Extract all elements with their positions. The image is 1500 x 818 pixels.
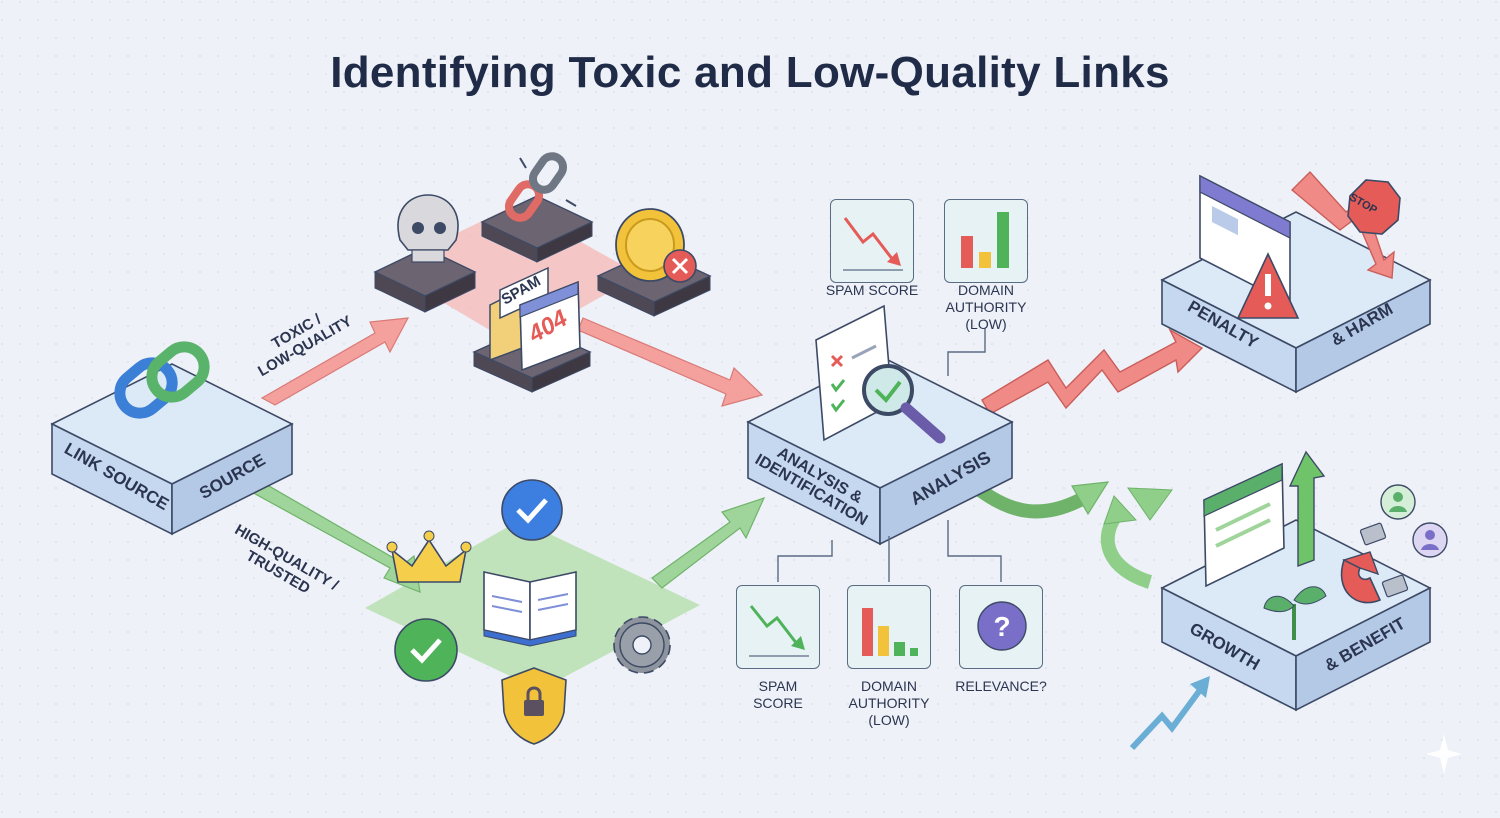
toxic-arrow bbox=[260, 317, 410, 406]
relevance-label: RELEVANCE? bbox=[955, 678, 1047, 694]
relevance-card: ? bbox=[959, 585, 1043, 669]
spam-score-bottom-line2: SCORE bbox=[753, 695, 803, 711]
svg-text:?: ? bbox=[993, 611, 1010, 642]
chain-link-icon bbox=[114, 341, 210, 419]
link-source-box bbox=[50, 363, 294, 536]
domain-authority-bottom-line3: (LOW) bbox=[868, 712, 910, 728]
spam-score-bottom-line1: SPAM bbox=[758, 678, 798, 694]
spam-score-card-bottom bbox=[736, 585, 820, 669]
page-title: Identifying Toxic and Low-Quality Links bbox=[330, 48, 1170, 97]
domain-authority-label-bottom: DOMAIN AUTHORITY (LOW) bbox=[839, 678, 939, 729]
shield-lock-icon bbox=[501, 667, 567, 745]
broken-link-icon bbox=[504, 152, 577, 222]
spam-score-card-top bbox=[830, 199, 914, 283]
cycle-arrow-icon bbox=[1100, 487, 1173, 589]
trend-down-green-chart-icon bbox=[749, 605, 809, 657]
trend-down-chart-icon bbox=[843, 217, 903, 271]
open-book-icon bbox=[483, 571, 577, 647]
analysis-box bbox=[746, 355, 1014, 546]
domain-authority-bottom-line2: AUTHORITY bbox=[848, 695, 930, 711]
domain-authority-top-line3: (LOW) bbox=[965, 316, 1007, 332]
growth-browser-icon bbox=[1203, 450, 1326, 588]
metric-connectors bbox=[777, 328, 1002, 582]
growth-curve-arrow bbox=[975, 481, 1110, 519]
sparkle-icon bbox=[1426, 734, 1462, 774]
domain-authority-card-bottom bbox=[847, 585, 931, 669]
verified-badge-icon bbox=[501, 479, 563, 541]
domain-authority-top-line1: DOMAIN bbox=[958, 282, 1014, 298]
domain-authority-bottom-line1: DOMAIN bbox=[861, 678, 917, 694]
domain-authority-label-top: DOMAIN AUTHORITY (LOW) bbox=[936, 282, 1036, 333]
penalty-zigzag-arrow bbox=[981, 328, 1204, 415]
blocked-coin-icon bbox=[615, 208, 697, 283]
spam-score-label-bottom: SPAM SCORE bbox=[728, 678, 828, 712]
crown-icon bbox=[386, 530, 472, 583]
bar-chart-low-icon bbox=[862, 608, 918, 656]
verified-green-badge-icon bbox=[394, 618, 458, 682]
domain-authority-top-line2: AUTHORITY bbox=[945, 299, 1027, 315]
users-icon bbox=[1380, 484, 1448, 558]
question-mark-icon: ? bbox=[977, 601, 1027, 651]
sprout-icon bbox=[1263, 586, 1327, 640]
domain-authority-card-top bbox=[944, 199, 1028, 283]
magnet-icon bbox=[1340, 522, 1409, 604]
gear-icon bbox=[613, 616, 671, 674]
spam-score-label-top: SPAM SCORE bbox=[825, 282, 919, 298]
trend-up-arrow-icon bbox=[1129, 676, 1210, 751]
toxic-to-analysis-arrow bbox=[577, 317, 764, 407]
skull-icon bbox=[397, 194, 459, 263]
trusted-to-analysis-arrow bbox=[651, 496, 766, 589]
stop-arrow-icon bbox=[1290, 170, 1401, 279]
bar-chart-icon bbox=[961, 212, 1009, 268]
warning-browser-icon bbox=[1199, 174, 1300, 319]
skull-tile bbox=[373, 247, 477, 313]
checklist-magnifier-icon bbox=[815, 304, 946, 444]
spam-404-envelope-icon bbox=[489, 266, 581, 372]
